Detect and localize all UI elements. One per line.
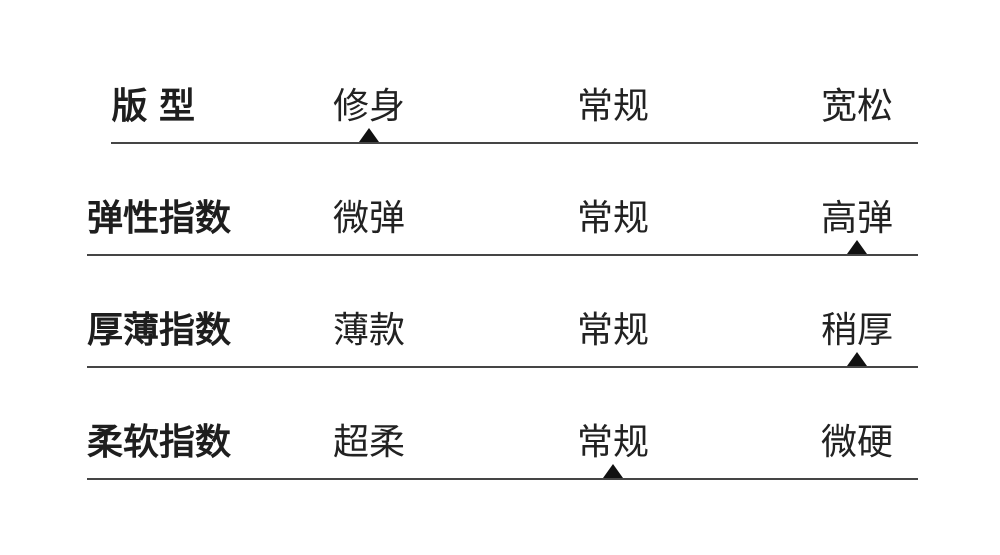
option-label: 修身 [333,85,406,126]
scale-line [87,254,918,256]
option-label: 常规 [576,197,649,238]
row-label: 厚薄指数 [86,309,231,350]
attribute-row: 弹性指数 微弹 常规 高弹 [84,144,918,256]
row-label: 柔软指数 [86,421,231,462]
selected-marker-icon [847,240,867,254]
row-label: 弹性指数 [86,197,231,238]
scale-line [87,478,918,480]
option-list: 薄款 常规 稍厚 [333,312,893,368]
option-label: 常规 [576,85,649,126]
option-label: 宽松 [820,85,893,126]
scale-line [111,142,918,144]
attribute-row: 柔软指数 超柔 常规 微硬 [84,368,918,480]
row-label-cell: 弹性指数 [84,200,234,256]
selected-marker-icon [359,128,379,142]
row-label-cell: 厚薄指数 [84,312,234,368]
option-list: 微弹 常规 高弹 [333,200,893,256]
attribute-row: 版型 修身 常规 宽松 [84,32,918,144]
option-label: 超柔 [333,421,406,462]
option-label: 常规 [576,309,649,350]
option-list: 修身 常规 宽松 [333,88,893,144]
option-list: 超柔 常规 微硬 [333,424,893,480]
row-label: 版型 [111,85,207,126]
option-label: 高弹 [820,197,893,238]
option-label: 微硬 [820,421,893,462]
selected-marker-icon [847,352,867,366]
attribute-chart: 版型 修身常规宽松 弹性指数 微弹常规高弹 厚薄指数 薄款常规稍厚 柔软指数 超… [84,32,918,480]
option-label: 微弹 [333,197,406,238]
option-label: 常规 [576,421,649,462]
option-label: 稍厚 [820,309,893,350]
row-label-cell: 柔软指数 [84,424,234,480]
scale-line [87,366,918,368]
option-label: 薄款 [333,309,406,350]
attribute-row: 厚薄指数 薄款 常规 稍厚 [84,256,918,368]
row-label-cell: 版型 [84,88,234,144]
selected-marker-icon [603,464,623,478]
